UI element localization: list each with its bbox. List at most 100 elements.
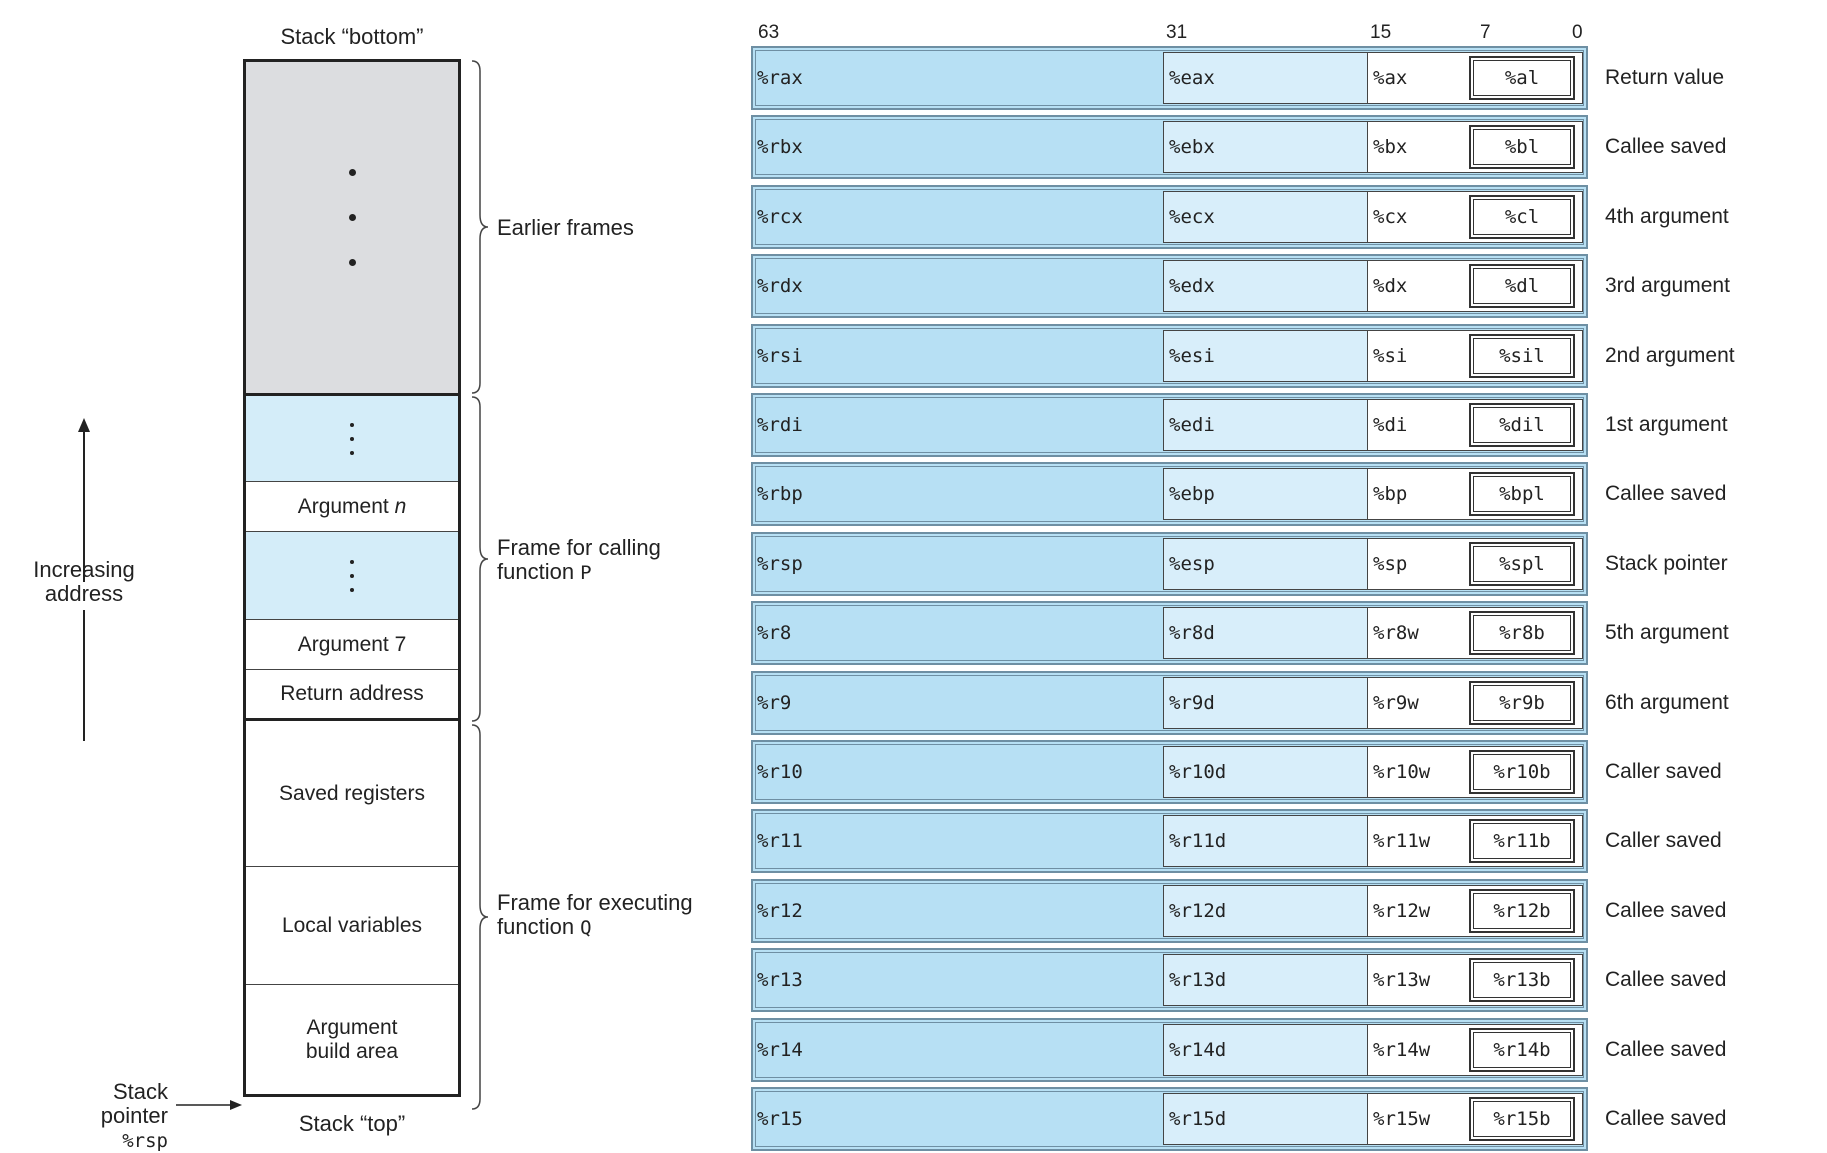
register-64bit-name: %rcx — [757, 206, 803, 228]
argument-build-area-line2: build area — [305, 1039, 399, 1063]
vertical-ellipsis-icon — [350, 559, 354, 592]
register-role-label: Callee saved — [1605, 482, 1727, 505]
calling-frame-label: Frame for calling function P — [497, 536, 661, 585]
register-16bit-name: %r14w — [1373, 1039, 1431, 1061]
register-8bit-box — [1469, 125, 1575, 169]
register-row: %r13 %r13d %r13w %r13b — [751, 948, 1588, 1012]
calling-frame-line1: Frame for calling — [497, 535, 661, 560]
register-row: %r10%r10d%r10w%r10b — [751, 740, 1588, 804]
register-8bit-box — [1469, 819, 1575, 863]
register-64bit-name: %r10 — [757, 761, 803, 783]
register-32bit-name: %eax — [1169, 67, 1215, 89]
executing-frame-brace-icon — [471, 724, 489, 1110]
register-row: %rdi%edi%di%dil — [751, 393, 1588, 457]
register-16bit-name: %r11w — [1373, 830, 1431, 852]
register-16bit-name: %r10w — [1373, 761, 1431, 783]
register-32bit-name: %edx — [1169, 275, 1215, 297]
register-32bit-name: %esp — [1169, 553, 1215, 575]
register-64bit-name: %rsi — [757, 345, 803, 367]
register-8bit-box — [1469, 889, 1575, 933]
register-16bit-name: %bp — [1373, 483, 1408, 505]
register-row: %rbx%ebx%bx%bl — [751, 115, 1588, 179]
calling-frame-brace-icon — [471, 396, 489, 722]
register-8bit-box — [1469, 56, 1575, 100]
register-8bit-name: %cl — [1504, 206, 1540, 228]
register-8bit-box — [1469, 472, 1575, 516]
executing-function-name: Q — [580, 917, 592, 939]
bit-0-label: 0 — [1572, 22, 1583, 43]
register-16bit-name: %si — [1373, 345, 1408, 367]
register-role-label: Callee saved — [1605, 968, 1727, 991]
stack-column: Argument n Argument 7 Return address Sav… — [243, 59, 461, 1097]
vertical-ellipsis-icon — [350, 422, 354, 455]
register-row: %rsp%esp%sp%spl — [751, 532, 1588, 596]
register-8bit-name: %r13b — [1493, 969, 1551, 991]
register-role-label: 5th argument — [1605, 621, 1729, 644]
register-8bit-box — [1469, 264, 1575, 308]
register-32bit-name: %ecx — [1169, 206, 1215, 228]
register-64bit-name: %rdi — [757, 414, 803, 436]
increasing-address-line1: Increasing — [33, 557, 135, 582]
argument-n-prefix: Argument — [297, 494, 395, 518]
register-role-label: Callee saved — [1605, 135, 1727, 158]
register-role-label: Callee saved — [1605, 899, 1727, 922]
argument-n-cell: Argument n — [246, 481, 458, 531]
register-role-label: Return value — [1605, 66, 1725, 89]
register-16bit-name: %cx — [1373, 206, 1408, 228]
register-row: %r9%r9d%r9w%r9b — [751, 671, 1588, 735]
bit-15-label: 15 — [1370, 22, 1392, 43]
register-16bit-name: %r9w — [1373, 692, 1419, 714]
register-8bit-name: %r15b — [1493, 1108, 1551, 1130]
register-row: %r14%r14d%r14w%r14b — [751, 1018, 1588, 1082]
register-role-label: 4th argument — [1605, 205, 1729, 228]
local-variables-cell: Local variables — [246, 866, 458, 984]
register-8bit-name: %spl — [1499, 553, 1545, 575]
register-64bit-name: %r8 — [757, 622, 792, 644]
earlier-frames-label: Earlier frames — [497, 215, 634, 240]
register-64bit-name: %rbx — [757, 136, 803, 158]
register-role-label: Callee saved — [1605, 1038, 1727, 1061]
register-8bit-name: %r14b — [1493, 1039, 1551, 1061]
bit-31-label: 31 — [1166, 22, 1188, 43]
stack-bottom-caption: Stack “bottom” — [280, 24, 424, 49]
stack-top-caption: Stack “top” — [298, 1111, 406, 1136]
register-32bit-name: %r13d — [1169, 969, 1227, 991]
bit-63-label: 63 — [758, 22, 780, 43]
register-8bit-name: %r11b — [1493, 830, 1551, 852]
register-64bit-name: %r9 — [757, 692, 792, 714]
register-row: %r11 %r11d %r11w %r11b — [751, 809, 1588, 873]
middle-args-ellipsis-cell — [246, 531, 458, 619]
register-64bit-name: %rbp — [757, 483, 803, 505]
register-row: %rsi%esi%si%sil — [751, 324, 1588, 388]
register-32bit-name: %ebp — [1169, 483, 1215, 505]
register-64bit-name: %r12 — [757, 900, 803, 922]
register-row: %rcx %ecx %cx %cl — [751, 185, 1588, 249]
earlier-frames-cell — [246, 62, 458, 393]
register-32bit-name: %r11d — [1169, 830, 1227, 852]
register-32bit-name: %r10d — [1169, 761, 1227, 783]
register-16bit-name: %bx — [1373, 136, 1408, 158]
register-16bit-name: %di — [1373, 414, 1408, 436]
register-role-label: 3rd argument — [1605, 274, 1730, 297]
register-row: %r8%r8d%r8w%r8b — [751, 601, 1588, 665]
register-64bit-name: %r11 — [757, 830, 803, 852]
executing-frame-label: Frame for executing function Q — [497, 891, 693, 940]
register-row: %r12%r12d%r12w%r12b — [751, 879, 1588, 943]
register-8bit-box — [1469, 195, 1575, 239]
register-8bit-box — [1469, 611, 1575, 655]
register-role-label: Caller saved — [1605, 760, 1722, 783]
register-8bit-box — [1469, 403, 1575, 447]
stack-pointer-text: Stack pointer — [100, 1079, 168, 1128]
register-16bit-name: %r13w — [1373, 969, 1431, 991]
register-64bit-name: %r13 — [757, 969, 803, 991]
register-32bit-name: %r12d — [1169, 900, 1227, 922]
stack-pointer-arrow-icon — [176, 1100, 242, 1110]
register-8bit-name: %bpl — [1499, 483, 1545, 505]
register-32bit-name: %r9d — [1169, 692, 1215, 714]
register-64bit-name: %rdx — [757, 275, 803, 297]
stack-pointer-label: Stack pointer %rsp — [40, 1080, 168, 1153]
calling-frame-line2: function — [497, 559, 581, 584]
register-64bit-name: %rax — [757, 67, 803, 89]
earlier-frames-brace-icon — [471, 60, 489, 394]
register-32bit-name: %r8d — [1169, 622, 1215, 644]
